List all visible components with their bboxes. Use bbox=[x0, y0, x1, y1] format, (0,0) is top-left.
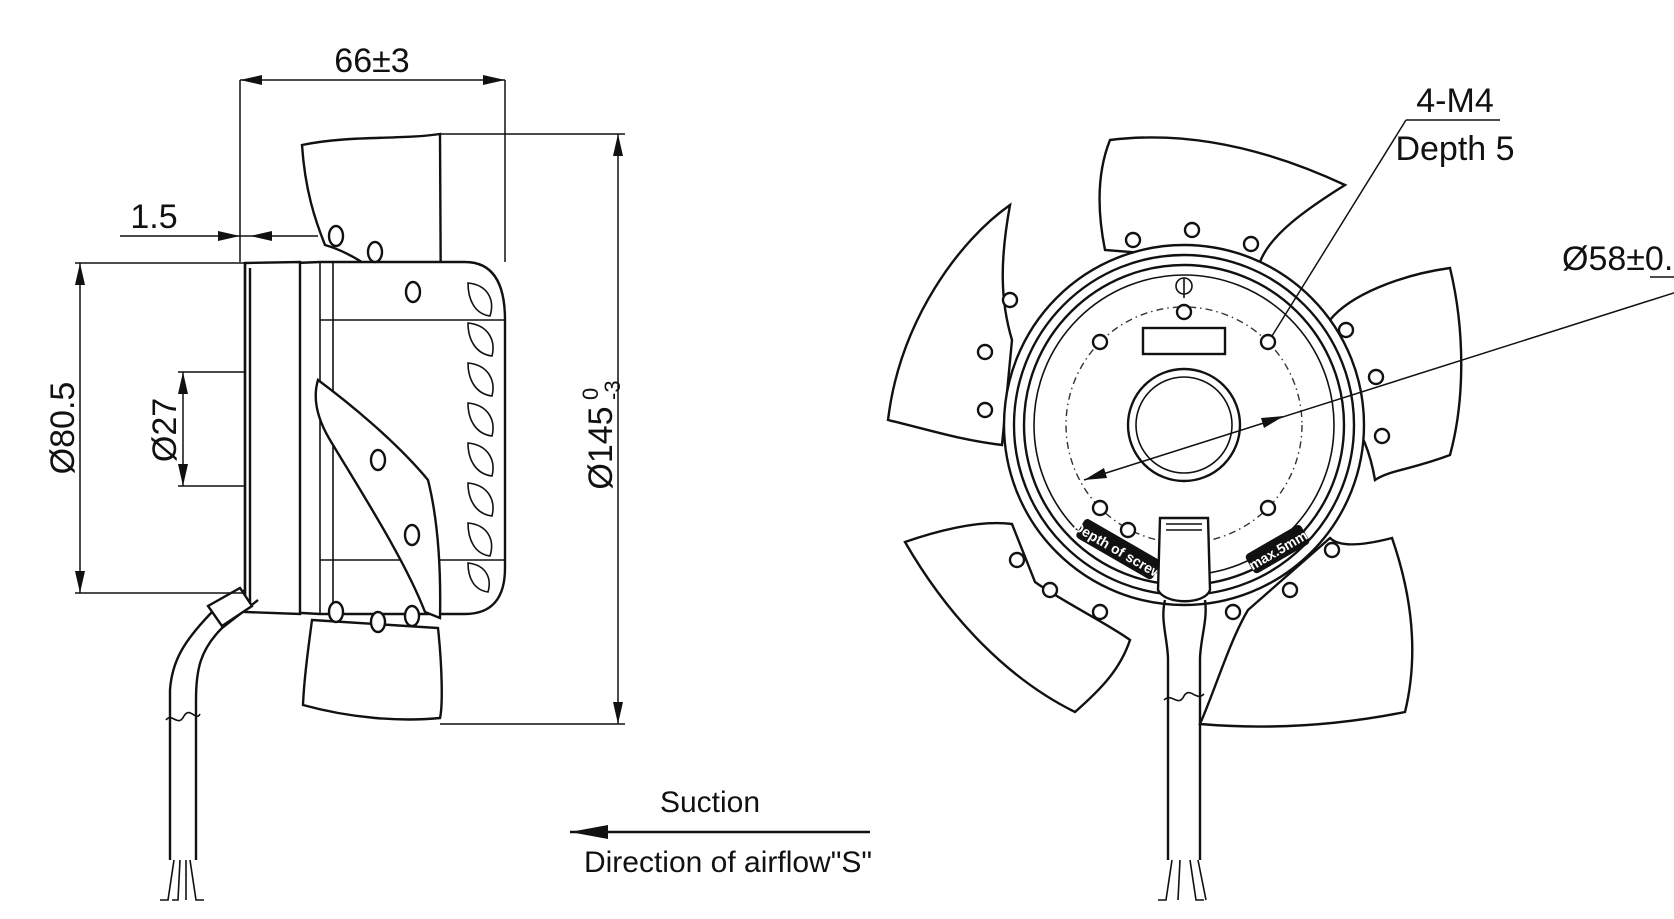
screw-depth-label: Depth 5 bbox=[1395, 130, 1514, 168]
dim-1-5-arrow-l bbox=[218, 231, 240, 241]
front-label-plate bbox=[1141, 326, 1227, 356]
dim-145-label-group: Ø145 0 -3 bbox=[578, 380, 625, 489]
front-center-bore bbox=[1126, 367, 1242, 483]
dim-27-arrow-t bbox=[178, 372, 188, 394]
dim-145-arrow-t bbox=[613, 134, 623, 156]
front-ground-hole bbox=[1175, 303, 1193, 321]
airflow-indicator: Suction Direction of airflow"S" bbox=[570, 786, 872, 879]
dim-66-arrow-r bbox=[483, 75, 505, 85]
side-middle-blade bbox=[314, 378, 442, 620]
side-cooling-slots bbox=[467, 282, 494, 593]
side-front-step bbox=[243, 262, 252, 612]
front-blade-bottom-left bbox=[903, 521, 1132, 714]
front-blades bbox=[886, 136, 1463, 728]
side-cable bbox=[168, 589, 259, 860]
side-front-ring bbox=[243, 260, 302, 616]
dia-58-arrow-l bbox=[1084, 468, 1107, 480]
dim-1-5-label: 1.5 bbox=[130, 198, 177, 236]
side-bottom-blade bbox=[301, 618, 443, 721]
screw-leader bbox=[1271, 119, 1407, 337]
suction-label: Suction bbox=[660, 786, 760, 819]
dim-1-5-arrow-r bbox=[250, 231, 272, 241]
side-blade-rivets bbox=[327, 224, 422, 634]
dim-66-label: 66±3 bbox=[334, 42, 409, 80]
front-screw-holes bbox=[1091, 333, 1277, 539]
dia-58-leader bbox=[1083, 292, 1674, 481]
airflow-arrow-head bbox=[570, 825, 608, 839]
dim-27-arrow-b bbox=[178, 464, 188, 486]
dim-145-sup: 0 bbox=[578, 388, 603, 400]
front-blade-bottom-right bbox=[1198, 536, 1414, 728]
side-view: 66±3 1.5 Ø80.5 Ø27 Ø145 0 -3 bbox=[44, 42, 625, 901]
side-cable-gland bbox=[206, 586, 254, 628]
front-center-bore-inner bbox=[1135, 376, 1233, 474]
dim-66-arrow-l bbox=[240, 75, 262, 85]
airflow-direction-label: Direction of airflow"S" bbox=[584, 846, 872, 879]
front-blade-top bbox=[1098, 136, 1348, 264]
dia-58-label: Ø58±0.5 bbox=[1562, 240, 1674, 278]
dia-58-arrow-r bbox=[1261, 416, 1284, 428]
front-blade-left bbox=[886, 202, 1014, 447]
dim-145-arrow-b bbox=[613, 702, 623, 724]
side-wires bbox=[160, 859, 204, 901]
front-blade-rivets bbox=[976, 221, 1391, 621]
front-cable-entry-ribs bbox=[1166, 523, 1202, 531]
front-cable-break bbox=[1163, 691, 1205, 702]
dim-145-sub: -3 bbox=[600, 380, 625, 400]
front-cable bbox=[1162, 599, 1207, 860]
front-wires bbox=[1158, 859, 1207, 901]
dim-145-label: Ø145 bbox=[582, 406, 620, 489]
dim-27-label: Ø27 bbox=[146, 398, 184, 462]
dim-80-arrow-b bbox=[75, 571, 85, 593]
dim-80-arrow-t bbox=[75, 263, 85, 285]
front-view: Depth of screw max.5mm 4-M4 Depth 5 Ø58±… bbox=[886, 82, 1674, 901]
front-cable-entry bbox=[1156, 516, 1212, 603]
side-cable-break bbox=[165, 711, 201, 722]
screw-spec-label: 4-M4 bbox=[1416, 82, 1493, 120]
dim-80-label: Ø80.5 bbox=[44, 382, 82, 475]
